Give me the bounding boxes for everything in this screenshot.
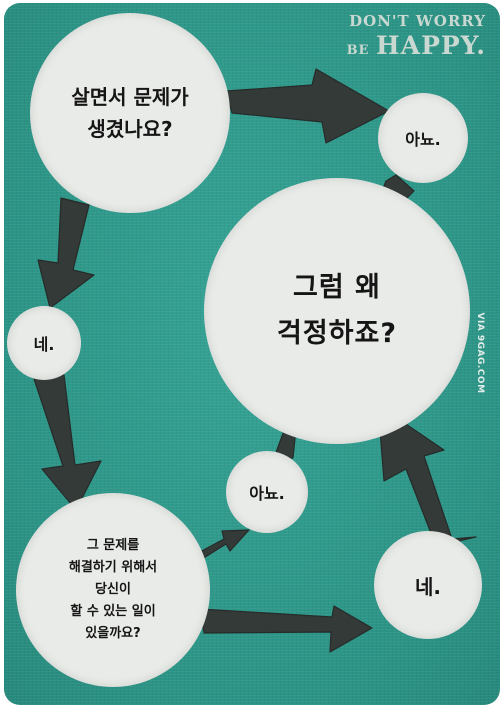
arrow-solve-to-no: [197, 529, 250, 560]
node-answer-no-2: 아뇨.: [226, 451, 308, 533]
node-answer-no-1-label: 아뇨.: [405, 130, 441, 149]
node-why-worry-line-2: 걱정하죠?: [276, 318, 398, 349]
brand-slogan: DON'T WORRY BE HAPPY.: [347, 11, 486, 66]
node-why-worry-line-1: 그럼 왜: [293, 272, 381, 303]
node-solve-line-1: 그 문제를: [86, 538, 140, 553]
node-why-worry: 그럼 왜 걱정하죠?: [204, 178, 470, 444]
arrow-solve-to-yes: [199, 605, 373, 653]
brand-be: BE: [346, 43, 370, 58]
node-solve-line-5: 있을까요?: [85, 626, 141, 641]
node-problem-line-1: 살면서 문제가: [71, 85, 189, 109]
node-answer-no-2-label: 아뇨.: [249, 484, 285, 503]
arrow-yes-to-solve: [33, 374, 102, 511]
node-solve-line-2: 해결하기 위해서: [68, 560, 158, 575]
arrow-problem-to-yes: [37, 197, 95, 309]
node-solve-line-3: 당신이: [95, 582, 131, 597]
brand-happy: HAPPY.: [376, 31, 486, 60]
brand-line-1: DON'T WORRY: [349, 12, 486, 30]
node-can-solve-question: 그 문제를 해결하기 위해서 당신이 할 수 있는 일이 있을까요?: [16, 493, 210, 687]
node-answer-yes-2: 네.: [374, 531, 482, 639]
node-problem-line-2: 생겼나요?: [87, 117, 173, 141]
arrow-problem-to-no: [225, 68, 390, 144]
node-answer-yes-1: 네.: [7, 306, 81, 380]
node-solve-line-4: 할 수 있는 일이: [70, 604, 156, 619]
flowchart-poster: DON'T WORRY BE HAPPY. 살면서 문제가 생겼나요? 아뇨. …: [4, 3, 500, 705]
node-answer-yes-1-label: 네.: [33, 335, 55, 354]
node-answer-no-1: 아뇨.: [378, 93, 468, 183]
brand-line-2: BE HAPPY.: [347, 31, 486, 66]
source-credit: VIA 9GAG.COM: [475, 312, 485, 394]
node-answer-yes-2-label: 네.: [415, 574, 441, 599]
node-problem-question: 살면서 문제가 생겼나요?: [30, 13, 230, 213]
flow-arrows: [33, 68, 477, 653]
